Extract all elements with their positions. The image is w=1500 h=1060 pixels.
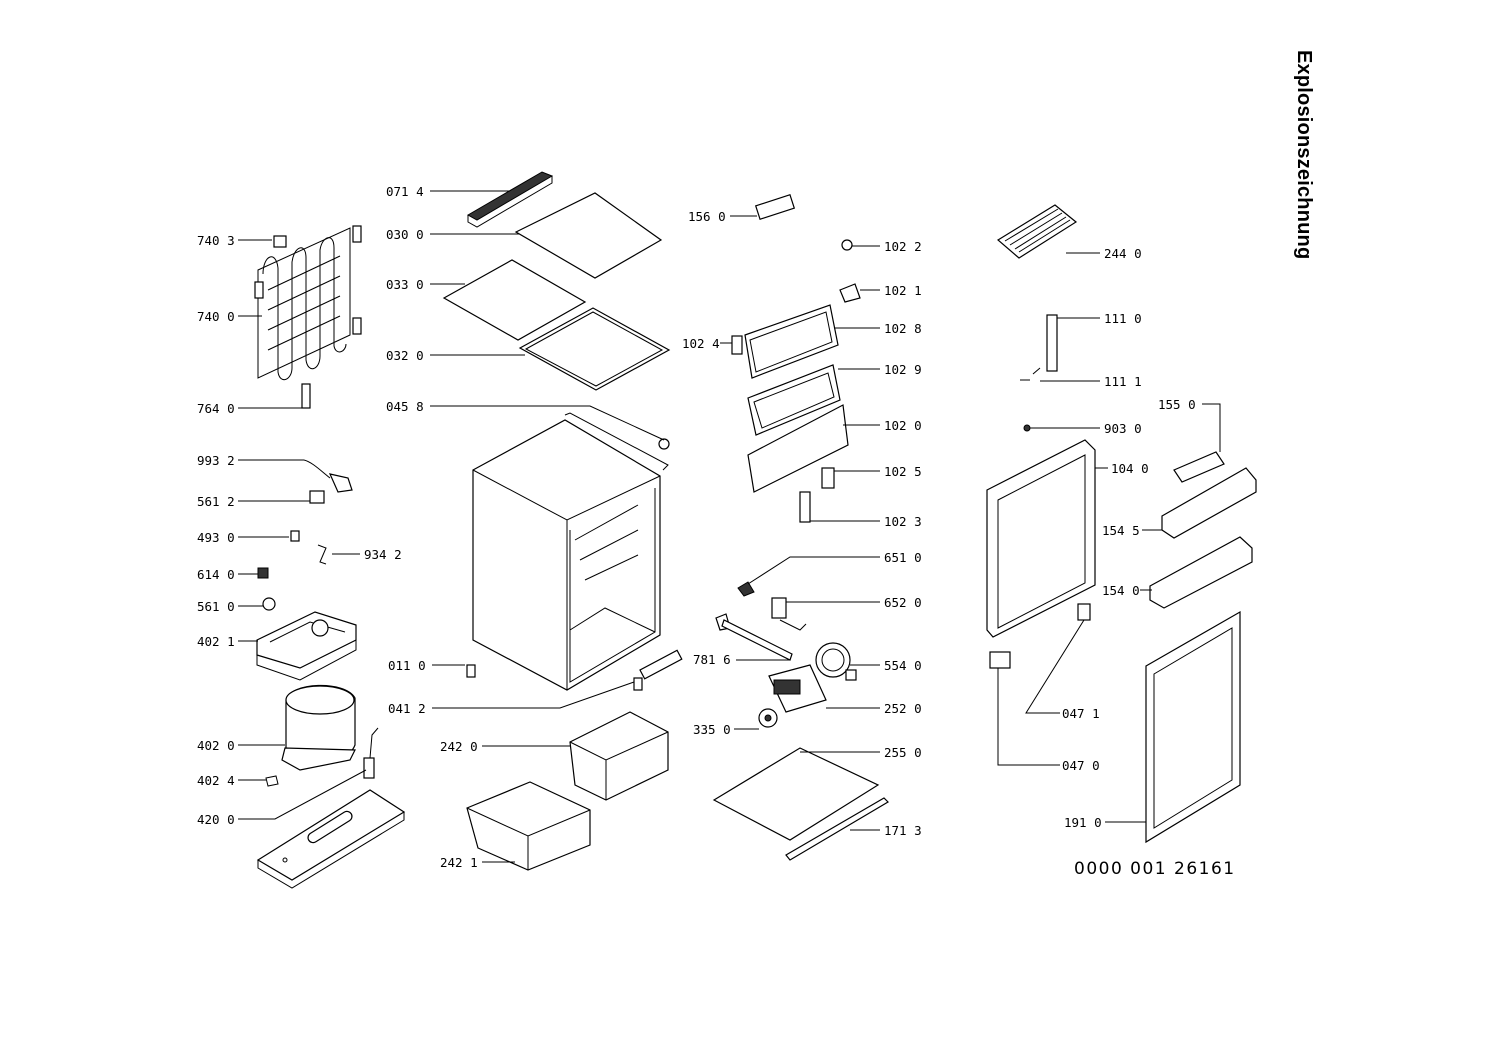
freezer-door-parts xyxy=(744,304,849,523)
electrical-components xyxy=(257,459,353,611)
drawing-number: 0000 001 26161 xyxy=(1074,859,1236,879)
part-label: 651 0 xyxy=(884,550,922,565)
door-bins-parts xyxy=(989,451,1257,669)
glass-shelf-part xyxy=(442,259,587,341)
part-label: 102 0 xyxy=(884,418,922,433)
part-label: 903 0 xyxy=(1104,421,1142,436)
ice-tray-part xyxy=(754,194,796,220)
part-label: 102 3 xyxy=(884,514,922,529)
part-label: 242 0 xyxy=(440,739,478,754)
part-label: 740 3 xyxy=(197,233,235,248)
part-label: 104 0 xyxy=(1111,461,1149,476)
part-label: 781 6 xyxy=(693,652,731,667)
compressor-part xyxy=(265,684,379,787)
leader-lines xyxy=(238,190,1221,863)
part-label: 252 0 xyxy=(884,701,922,716)
part-label: 102 8 xyxy=(884,321,922,336)
part-label: 111 0 xyxy=(1104,311,1142,326)
door-gasket-part xyxy=(1145,610,1241,844)
lamp-housing-part xyxy=(758,664,827,728)
crisper-drawer-2-part xyxy=(466,781,591,871)
part-label: 191 0 xyxy=(1064,815,1102,830)
part-label: 554 0 xyxy=(884,658,922,673)
part-label: 102 2 xyxy=(884,239,922,254)
part-label: 561 2 xyxy=(197,494,235,509)
part-label: 171 3 xyxy=(884,823,922,838)
part-label: 030 0 xyxy=(386,227,424,242)
shelf-frame-part xyxy=(518,307,671,391)
part-label: 402 4 xyxy=(197,773,235,788)
drawing-title: Explosionszeichnung xyxy=(1293,50,1315,260)
part-label: 102 4 xyxy=(682,336,720,351)
part-label: 614 0 xyxy=(197,567,235,582)
part-label: 154 5 xyxy=(1102,523,1140,538)
wire-shelf-part xyxy=(996,204,1078,259)
screw-2-part xyxy=(1023,424,1031,432)
part-label: 561 0 xyxy=(197,599,235,614)
bottom-shelf-part xyxy=(712,747,889,861)
part-label: 335 0 xyxy=(693,722,731,737)
door-part xyxy=(986,439,1096,638)
top-cover-part xyxy=(514,192,663,279)
part-label: 740 0 xyxy=(197,309,235,324)
part-label: 047 1 xyxy=(1062,706,1100,721)
compressor-base-plate xyxy=(256,789,406,889)
crisper-drawer-part xyxy=(569,711,669,801)
cabinet-part xyxy=(466,412,683,691)
part-label: 102 1 xyxy=(884,283,922,298)
part-label: 102 9 xyxy=(884,362,922,377)
part-label: 764 0 xyxy=(197,401,235,416)
thermostat-parts xyxy=(715,581,857,681)
part-label: 032 0 xyxy=(386,348,424,363)
part-label: 420 0 xyxy=(197,812,235,827)
condenser-part xyxy=(254,225,362,409)
part-label: 156 0 xyxy=(688,209,726,224)
part-label: 244 0 xyxy=(1104,246,1142,261)
part-label: 402 1 xyxy=(197,634,235,649)
screw-part xyxy=(1020,367,1041,381)
part-label: 011 0 xyxy=(388,658,426,673)
part-label: 255 0 xyxy=(884,745,922,760)
part-label: 041 2 xyxy=(388,701,426,716)
freezer-clip-part xyxy=(731,335,743,355)
hinge-cap-part xyxy=(841,239,853,251)
part-labels: 071 4 030 0 033 0 032 0 045 8 740 3 740 … xyxy=(197,184,1196,870)
part-label: 155 0 xyxy=(1158,397,1196,412)
part-label: 242 1 xyxy=(440,855,478,870)
part-label: 993 2 xyxy=(197,453,235,468)
part-label: 102 5 xyxy=(884,464,922,479)
part-label: 652 0 xyxy=(884,595,922,610)
part-label: 111 1 xyxy=(1104,374,1142,389)
part-label: 402 0 xyxy=(197,738,235,753)
part-label: 045 8 xyxy=(386,399,424,414)
grille-part xyxy=(466,171,554,228)
compressor-tray-part xyxy=(256,611,357,681)
part-label: 934 2 xyxy=(364,547,402,562)
hinge-part xyxy=(839,283,861,303)
hinge-bracket-part xyxy=(1046,314,1058,372)
part-label: 493 0 xyxy=(197,530,235,545)
part-label: 071 4 xyxy=(386,184,424,199)
part-label: 154 0 xyxy=(1102,583,1140,598)
part-label: 047 0 xyxy=(1062,758,1100,773)
part-label: 033 0 xyxy=(386,277,424,292)
